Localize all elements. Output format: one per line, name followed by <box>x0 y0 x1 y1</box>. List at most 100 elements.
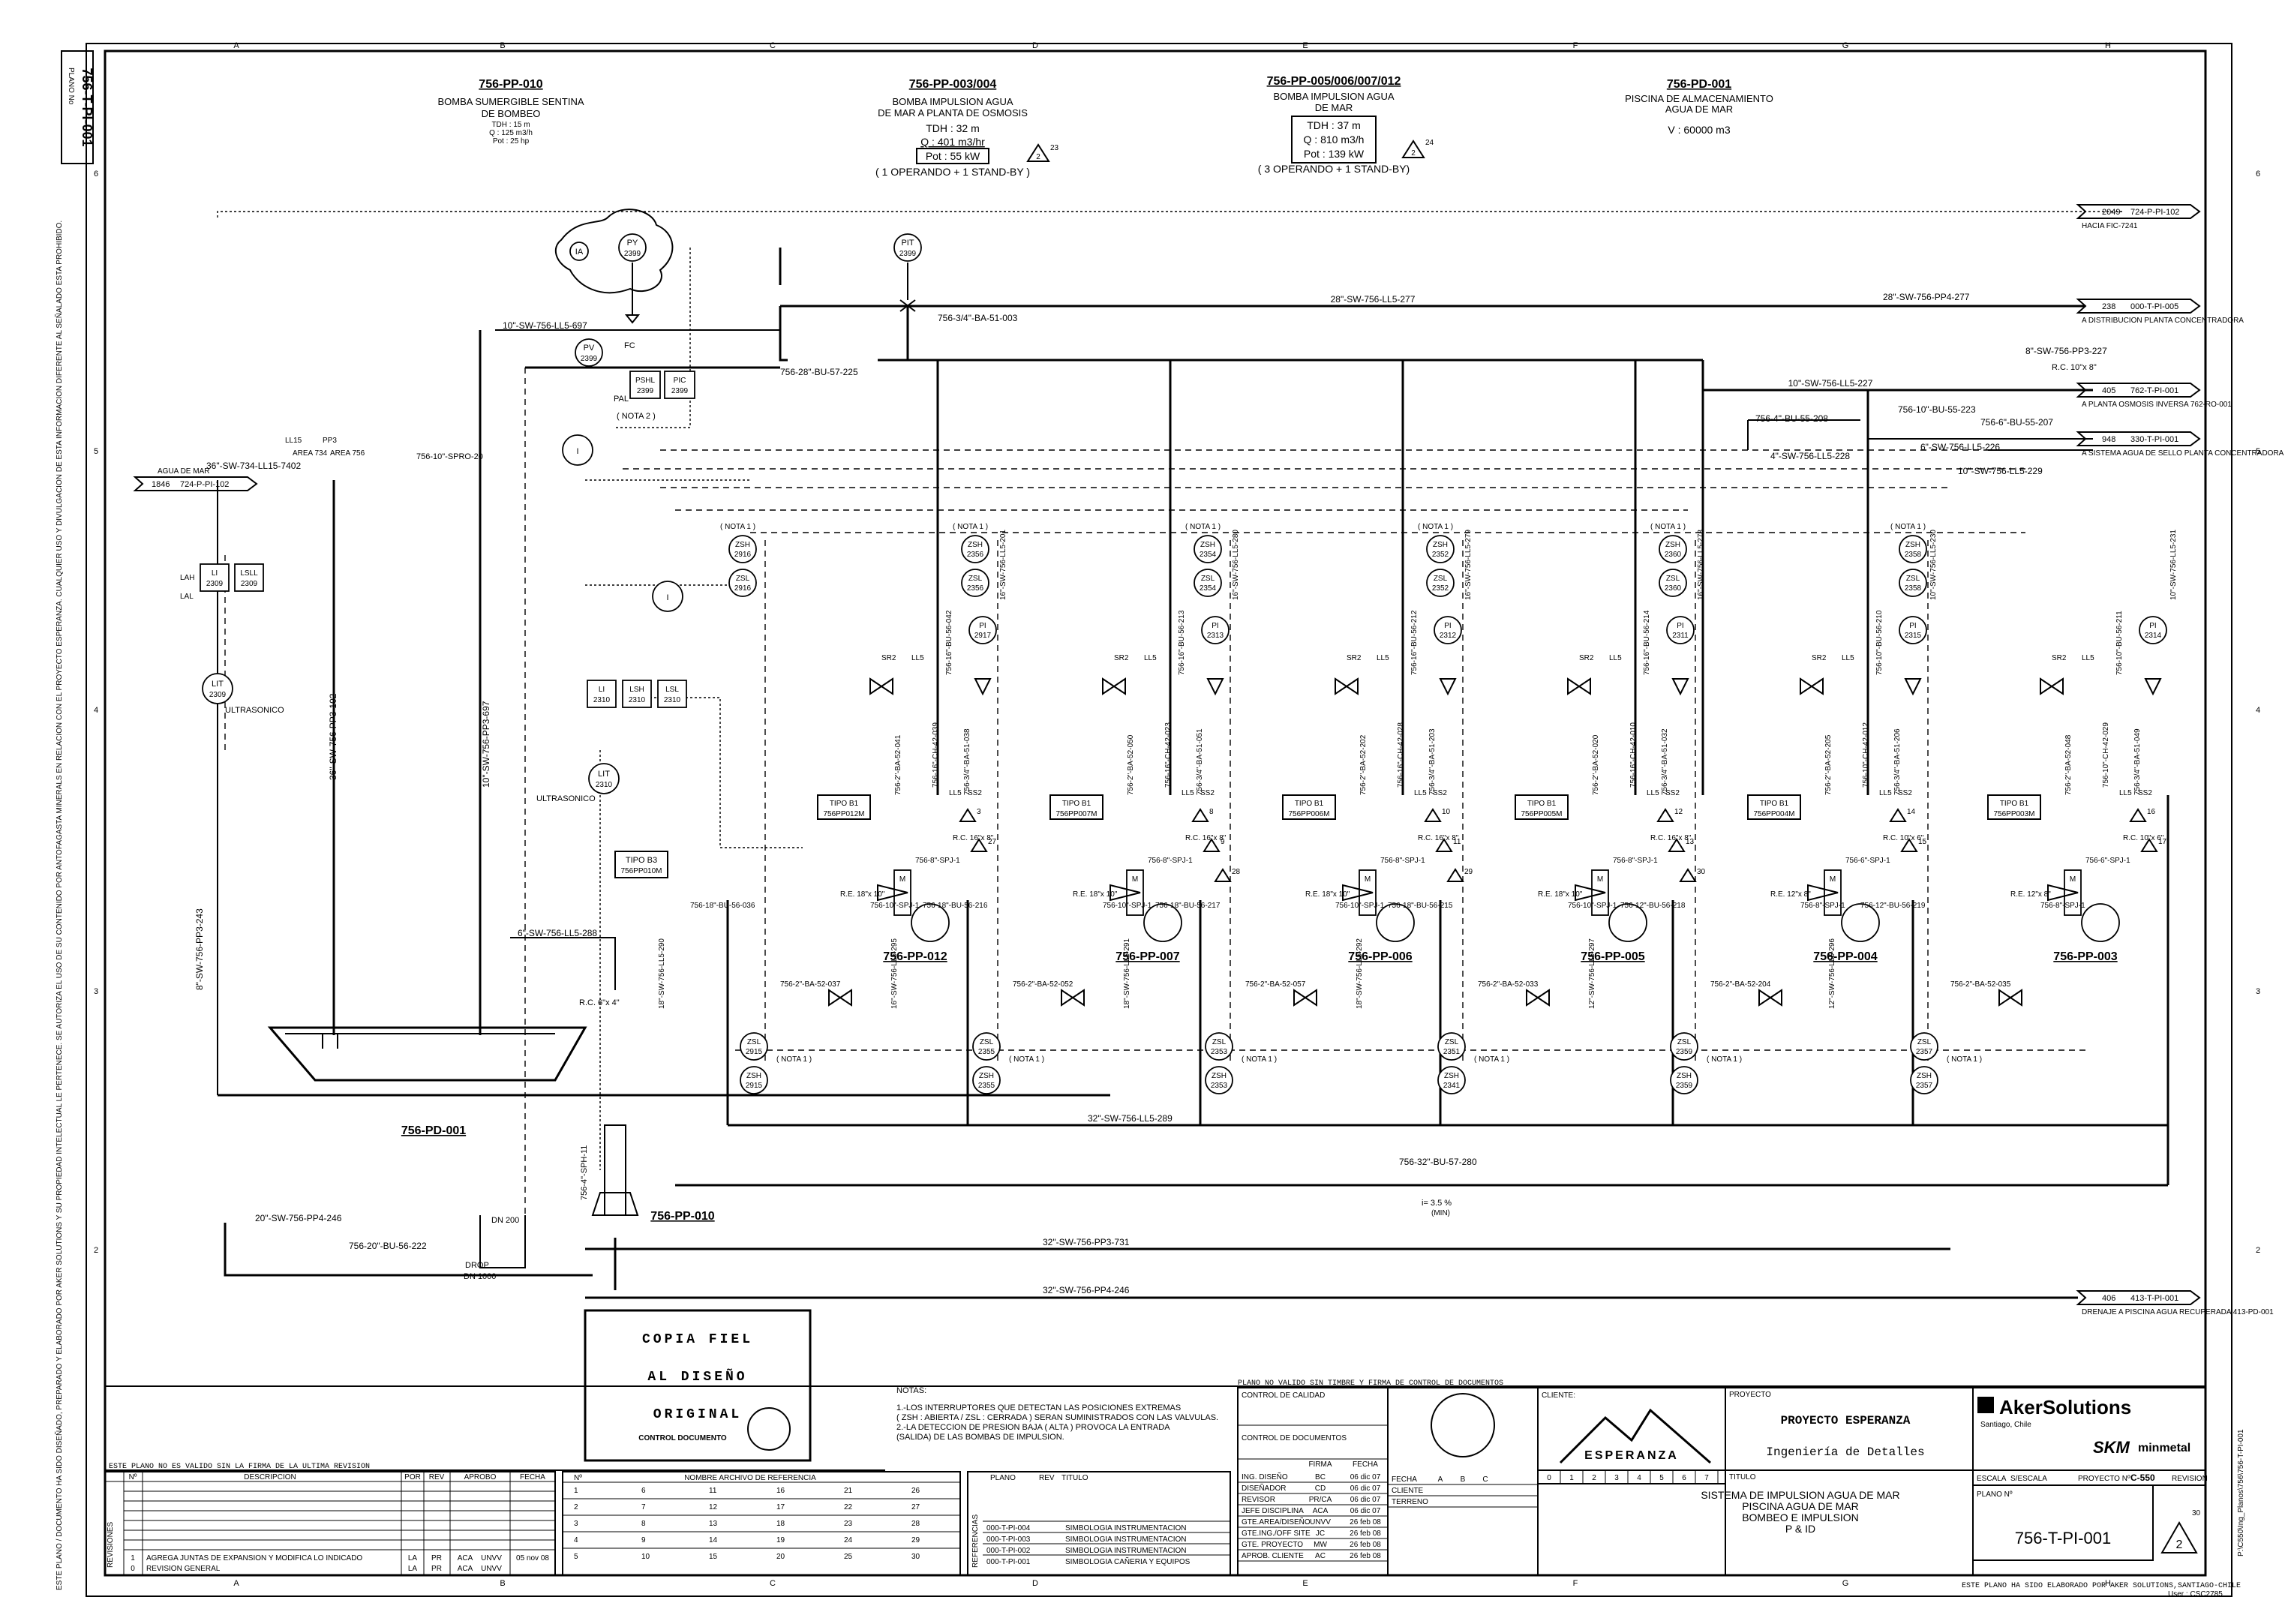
check-valve-label: 756-10"-BU-56-210 <box>1875 610 1884 675</box>
reducer-label: R.E. 18"x 10" <box>840 890 885 899</box>
header-pp005-tag: 756-PP-005/006/007/012 <box>1267 75 1401 88</box>
revision-top: 30 <box>2192 1509 2201 1517</box>
drain-label: 756-2"-BA-52-205 <box>1824 734 1833 795</box>
signer-firma: JC <box>1316 1529 1325 1538</box>
vent-label: 756-16"-CH-42-023 <box>1164 722 1173 788</box>
rev-triangle: 13 <box>1668 838 1695 852</box>
li-2309 <box>200 563 230 592</box>
nota-label: ( NOTA 1 ) <box>720 523 755 531</box>
instrument-tag: LSH <box>629 686 644 694</box>
zsl-bottom-instrument <box>1670 1032 1698 1061</box>
grid-col-label: F <box>1573 1579 1578 1588</box>
ss2-label: SS2 <box>1200 789 1215 797</box>
instrument-number: 2311 <box>1672 632 1689 640</box>
piping-network <box>217 211 2169 1299</box>
header-pd001-tag: 756-PD-001 <box>1667 78 1731 91</box>
header-pp010-line: Pot : 25 hp <box>493 137 530 146</box>
instrument-tag: PI <box>1909 622 1916 630</box>
instrument-number: 2309 <box>206 580 224 588</box>
instrument-number: 2357 <box>1916 1082 1933 1090</box>
line-label: 10"-SW-756-LL5-229 <box>1958 466 2043 476</box>
header-pd001-line: AGUA DE MAR <box>1665 104 1733 115</box>
pump-tag: 756-PP-012 <box>883 950 947 963</box>
ia-instrument <box>569 242 589 261</box>
instrument-number: 2315 <box>1905 632 1922 640</box>
header-pp005-line: DE MAR <box>1315 102 1353 113</box>
ref-cell: 12 <box>709 1503 718 1511</box>
rev-col-header: Nº <box>129 1473 137 1481</box>
signer-firma: UNVV <box>1310 1518 1331 1526</box>
vent-label: 756-10"-CH-42-029 <box>2102 722 2110 788</box>
ref-cell: 3 <box>574 1520 578 1528</box>
ultrasonic-label: ULTRASONICO <box>225 706 284 715</box>
pump-tag: 756-PP-006 <box>1348 950 1412 963</box>
expansion-joint-label: 756-8"-SPJ-1 <box>915 857 960 865</box>
zsl-bottom-instrument <box>1205 1032 1233 1061</box>
fecha-row-label: FECHA <box>1392 1475 1417 1484</box>
pump-tag: 756-PP-004 <box>1813 950 1877 963</box>
control-header: PLANO NO VALIDO SIN TIMBRE Y FIRMA DE CO… <box>1238 1379 1503 1388</box>
rev-number: 12 <box>1674 808 1683 816</box>
reducer-label: R.E. 18"x 10" <box>1073 890 1118 899</box>
ref-plano: 000-T-PI-001 <box>986 1558 1031 1566</box>
ref-titulo: SIMBOLOGIA INSTRUMENTACION <box>1065 1547 1187 1555</box>
grid-row-label: 4 <box>94 706 98 715</box>
firma-header: FIRMA <box>1308 1460 1332 1469</box>
tipo-label: TIPO B1 <box>1527 800 1557 808</box>
ba-valve-label: 756-3/4"-BA-51-051 <box>1196 728 1204 795</box>
instrument-number: 2399 <box>581 355 598 363</box>
ss2-label: SS2 <box>2138 789 2152 797</box>
offpage-number: 1846 <box>152 480 170 489</box>
instrument-tag: PY <box>627 239 638 248</box>
instrument-number: 2356 <box>967 584 984 593</box>
instrument-number: 2358 <box>1905 551 1922 559</box>
instrument-tag: PI <box>2149 622 2156 630</box>
pump-casing <box>1143 903 1182 942</box>
pd001-tag: 756-PD-001 <box>401 1124 466 1137</box>
ref-cell: 2 <box>574 1503 578 1511</box>
instrument-number: 2399 <box>637 387 654 395</box>
rev-number: 1 <box>131 1554 135 1562</box>
drain-valve-icon <box>1526 989 1550 1007</box>
rev-triangle: 28 <box>1214 868 1241 882</box>
concentric-reducer-label: R.C. 16"x 8" <box>1418 834 1459 842</box>
grid-row-label: 2 <box>94 1246 98 1255</box>
pump-motor <box>1359 869 1377 916</box>
drain-valve-icon <box>1061 989 1085 1007</box>
rev-por: LA <box>408 1554 418 1562</box>
gate-valve-icon <box>1102 677 1126 695</box>
signer-fecha: 06 dic 07 <box>1350 1507 1381 1515</box>
motor-label: M <box>1132 875 1138 884</box>
drain-valve-icon <box>828 989 852 1007</box>
strip-number: 3 <box>1614 1474 1619 1482</box>
ll5-label: LL5 <box>1414 789 1427 797</box>
ll5-label: LL5 <box>2119 789 2132 797</box>
nota-label: ( NOTA 1 ) <box>1947 1055 1982 1064</box>
nota-label: ( NOTA 1 ) <box>1185 523 1221 531</box>
vent-label: 756-16"-CH-42-010 <box>1629 722 1638 788</box>
rev-approver: ACA <box>458 1565 473 1573</box>
rev-col-header: DESCRIPCION <box>244 1473 296 1481</box>
left-disclaimer: ESTE PLANO / DOCUMENTO HA SIDO DISEÑADO,… <box>54 221 64 1590</box>
drain-label: 756-2"-BA-52-050 <box>1127 734 1135 795</box>
header-pp005-012: 756-PP-005/006/007/012 BOMBA IMPULSION A… <box>1258 75 1410 175</box>
rev-number: 28 <box>1232 868 1241 876</box>
fecha-header: FECHA <box>1353 1460 1378 1469</box>
references-label: REFERENCIAS <box>971 1514 980 1568</box>
vent-label: 756-16"-CH-42-039 <box>932 722 940 788</box>
ref-plano: 000-T-PI-004 <box>986 1524 1031 1532</box>
zsl-instrument <box>1194 569 1222 597</box>
rev-number: 30 <box>1697 868 1706 876</box>
line-label: i= 3.5 % <box>1422 1199 1452 1208</box>
proyecto-label: PROYECTO <box>1729 1391 1771 1399</box>
project-name: PROYECTO ESPERANZA <box>1781 1414 1911 1427</box>
ref-col: Nº <box>574 1474 582 1482</box>
instrument-number: 2399 <box>899 250 917 258</box>
check-valve-label: 756-16"-BU-56-214 <box>1643 610 1651 675</box>
line-label: 10"-SW-756-PP3-697 <box>481 701 491 788</box>
approval-seal <box>1431 1393 1495 1457</box>
signer-role: ING. DISEÑO <box>1242 1472 1288 1481</box>
instrument-tag: ZSL <box>1677 1038 1692 1046</box>
reducer-icon <box>1807 884 1839 902</box>
